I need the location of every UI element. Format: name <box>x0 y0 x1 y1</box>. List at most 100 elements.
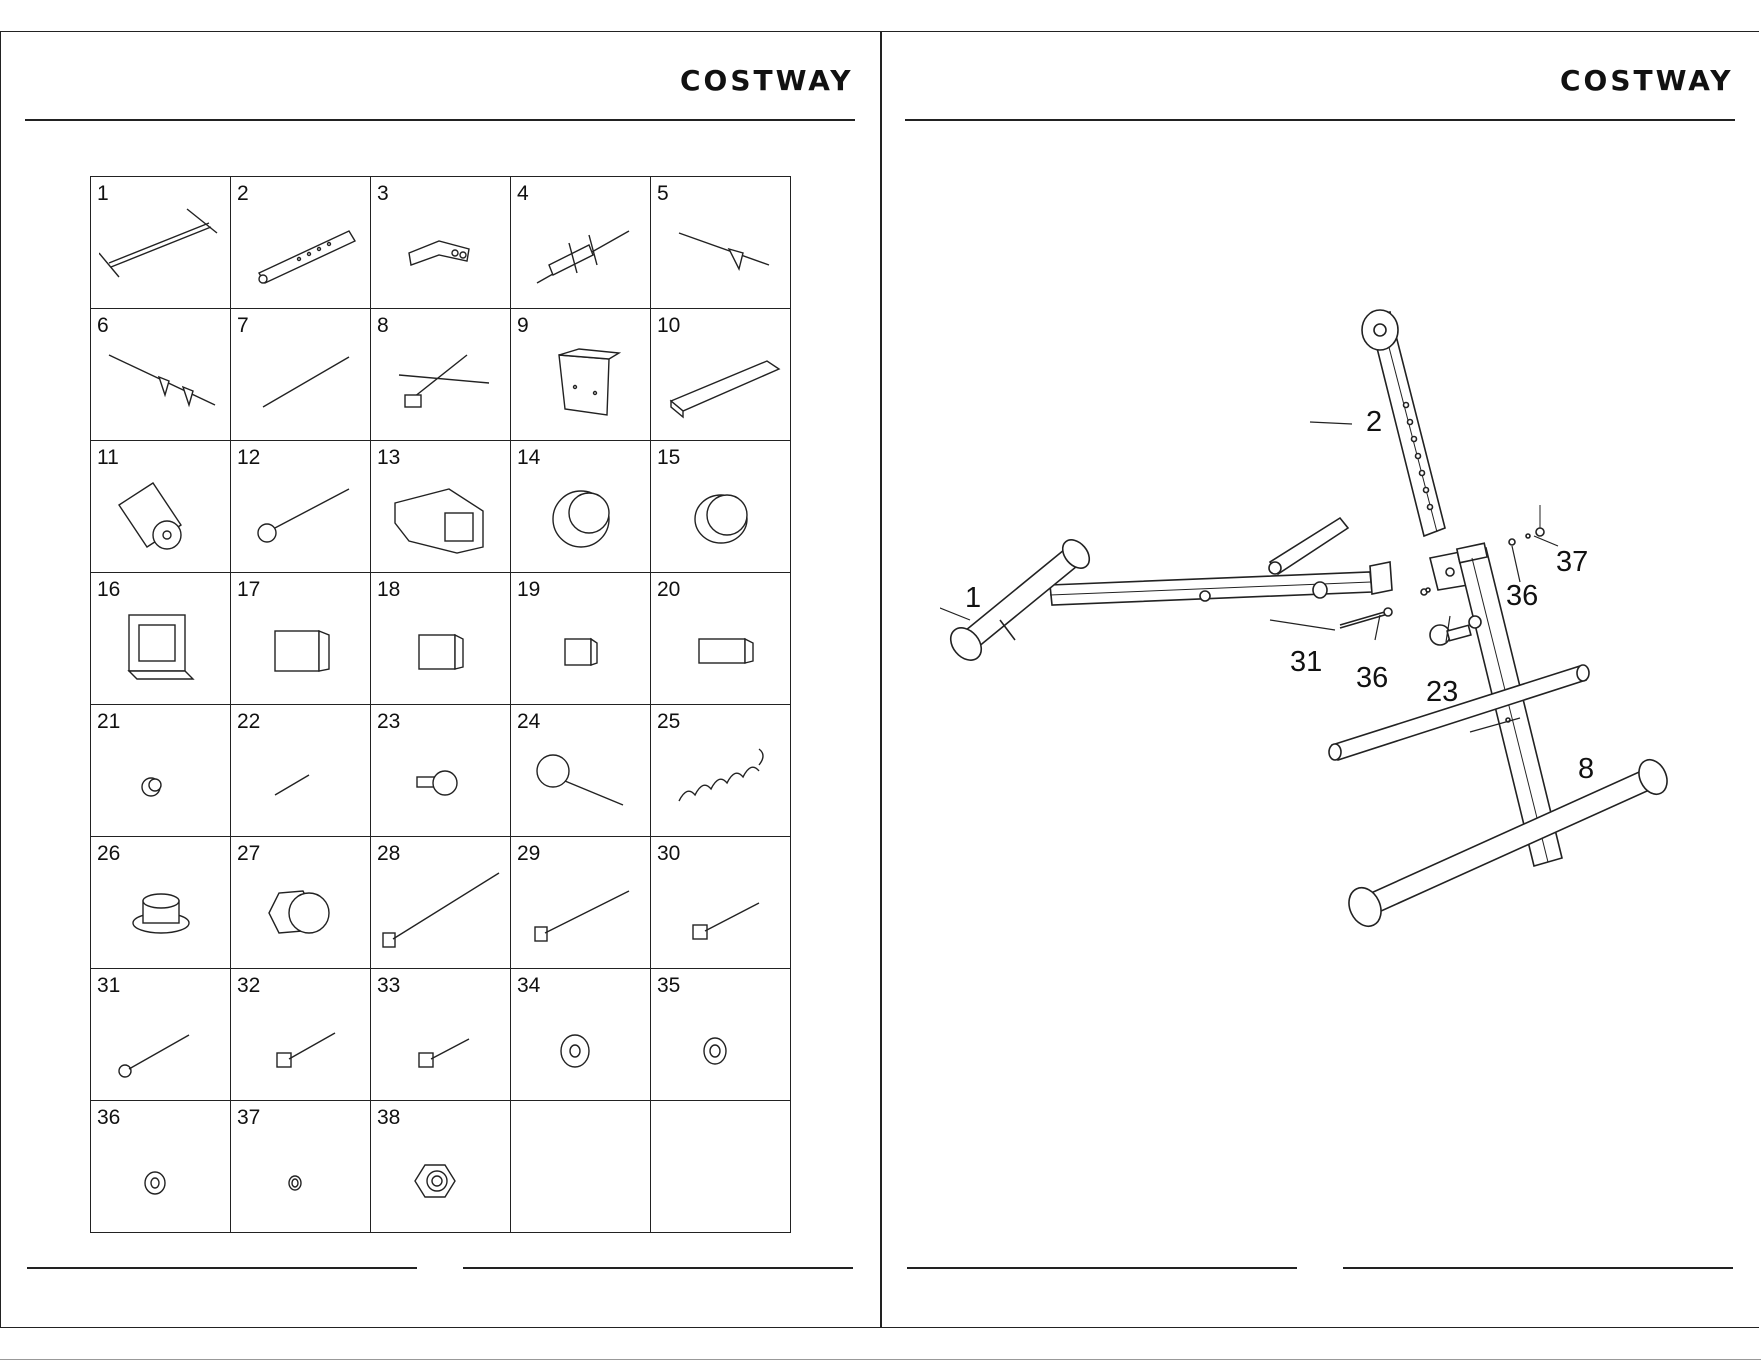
part-cell: 1 <box>91 177 231 309</box>
part-cell: 31 <box>91 969 231 1101</box>
part-cell: 22 <box>231 705 371 837</box>
header-rule-right <box>905 119 1735 121</box>
part-cell: 37 <box>231 1101 371 1233</box>
part-cell: 6 <box>91 309 231 441</box>
square-plug-icon <box>379 599 503 697</box>
part-cell: 23 <box>371 705 511 837</box>
part-cell: 12 <box>231 441 371 573</box>
footer-rule-right-a <box>907 1267 1297 1269</box>
long-bolt-icon <box>379 863 503 961</box>
part-cell: 38 <box>371 1101 511 1233</box>
bottom-rule <box>0 1359 1761 1360</box>
part-cell: 4 <box>511 177 651 309</box>
header-rule-left <box>25 119 855 121</box>
part-cell: 18 <box>371 573 511 705</box>
callout-1: 1 <box>965 582 981 615</box>
lock-nut-icon <box>379 1127 503 1225</box>
empty-part-cell <box>651 1101 791 1233</box>
knob-part-23 <box>1430 616 1481 645</box>
bolt-part-31 <box>1340 588 1430 628</box>
part-cell: 35 <box>651 969 791 1101</box>
part-cell: 10 <box>651 309 791 441</box>
part-cell: 28 <box>371 837 511 969</box>
square-bushing-icon <box>99 599 223 697</box>
part-cell: 8 <box>371 309 511 441</box>
straight-tube-icon <box>239 335 363 433</box>
flange-bushing-icon <box>99 863 223 961</box>
part-cell: 26 <box>91 837 231 969</box>
frame-part-1 <box>944 518 1392 666</box>
parts-row: 678910 <box>91 309 791 441</box>
part-cell: 7 <box>231 309 371 441</box>
part-cell: 21 <box>91 705 231 837</box>
assembly-diagram <box>940 300 1680 950</box>
part-cell: 11 <box>91 441 231 573</box>
part-cell: 16 <box>91 573 231 705</box>
part-cell: 32 <box>231 969 371 1101</box>
front-frame-icon <box>379 335 503 433</box>
callout-2: 2 <box>1366 406 1382 439</box>
part-cell: 3 <box>371 177 511 309</box>
part-cell: 30 <box>651 837 791 969</box>
part-cell: 19 <box>511 573 651 705</box>
part-cell: 24 <box>511 705 651 837</box>
cap-nut-icon <box>239 863 363 961</box>
rect-plug-icon <box>659 599 783 697</box>
footer-rule-left-a <box>27 1267 417 1269</box>
end-cap-large-icon <box>519 467 643 565</box>
ball-knob-bolt-icon <box>519 731 643 829</box>
seat-frame-icon <box>519 203 643 301</box>
callout-36-upper: 36 <box>1506 580 1538 613</box>
upright-tube-icon <box>239 203 363 301</box>
callout-37: 37 <box>1556 546 1588 579</box>
parts-row: 2627282930 <box>91 837 791 969</box>
bolt-icon <box>519 863 643 961</box>
main-frame-icon <box>99 203 223 301</box>
part-cell: 5 <box>651 177 791 309</box>
part-cell: 34 <box>511 969 651 1101</box>
parts-row: 2122232425 <box>91 705 791 837</box>
seat-pad-icon <box>659 335 783 433</box>
callout-23: 23 <box>1426 676 1458 709</box>
button-bolt-icon <box>99 995 223 1093</box>
part-cell: 13 <box>371 441 511 573</box>
footer-rule-left-b <box>463 1267 853 1269</box>
square-plug-small-icon <box>519 599 643 697</box>
part-cell: 25 <box>651 705 791 837</box>
part-cell: 20 <box>651 573 791 705</box>
washer-part-36-37 <box>1509 505 1544 545</box>
knob-pin-icon <box>239 467 363 565</box>
part-cell: 29 <box>511 837 651 969</box>
small-spring-cap-icon <box>99 731 223 829</box>
bracket-tube-icon <box>379 203 503 301</box>
callout-31: 31 <box>1290 646 1322 679</box>
footer-rule-right-b <box>1343 1267 1733 1269</box>
part-cell: 15 <box>651 441 791 573</box>
sleeve-bracket-icon <box>379 467 503 565</box>
large-washer-icon <box>519 995 643 1093</box>
part-cell: 36 <box>91 1101 231 1233</box>
round-cap-icon <box>659 467 783 565</box>
spring-washer-icon <box>239 1127 363 1225</box>
hex-bolt-short-icon <box>379 995 503 1093</box>
callout-36-lower: 36 <box>1356 662 1388 695</box>
part-cell: 27 <box>231 837 371 969</box>
adjuster-bar-icon <box>659 203 783 301</box>
square-plug-large-icon <box>239 599 363 697</box>
parts-row: 363738 <box>91 1101 791 1233</box>
foam-roller-icon <box>99 467 223 565</box>
brand-logo-left: COSTWAY <box>680 64 854 97</box>
part-cell: 9 <box>511 309 651 441</box>
small-washer-icon <box>99 1127 223 1225</box>
hex-bolt-icon <box>239 995 363 1093</box>
callout-8: 8 <box>1578 753 1594 786</box>
part-cell: 2 <box>231 177 371 309</box>
adjuster-bar-long-icon <box>99 335 223 433</box>
spring-icon <box>659 731 783 829</box>
part-cell: 14 <box>511 441 651 573</box>
brand-logo-right: COSTWAY <box>1560 64 1734 97</box>
